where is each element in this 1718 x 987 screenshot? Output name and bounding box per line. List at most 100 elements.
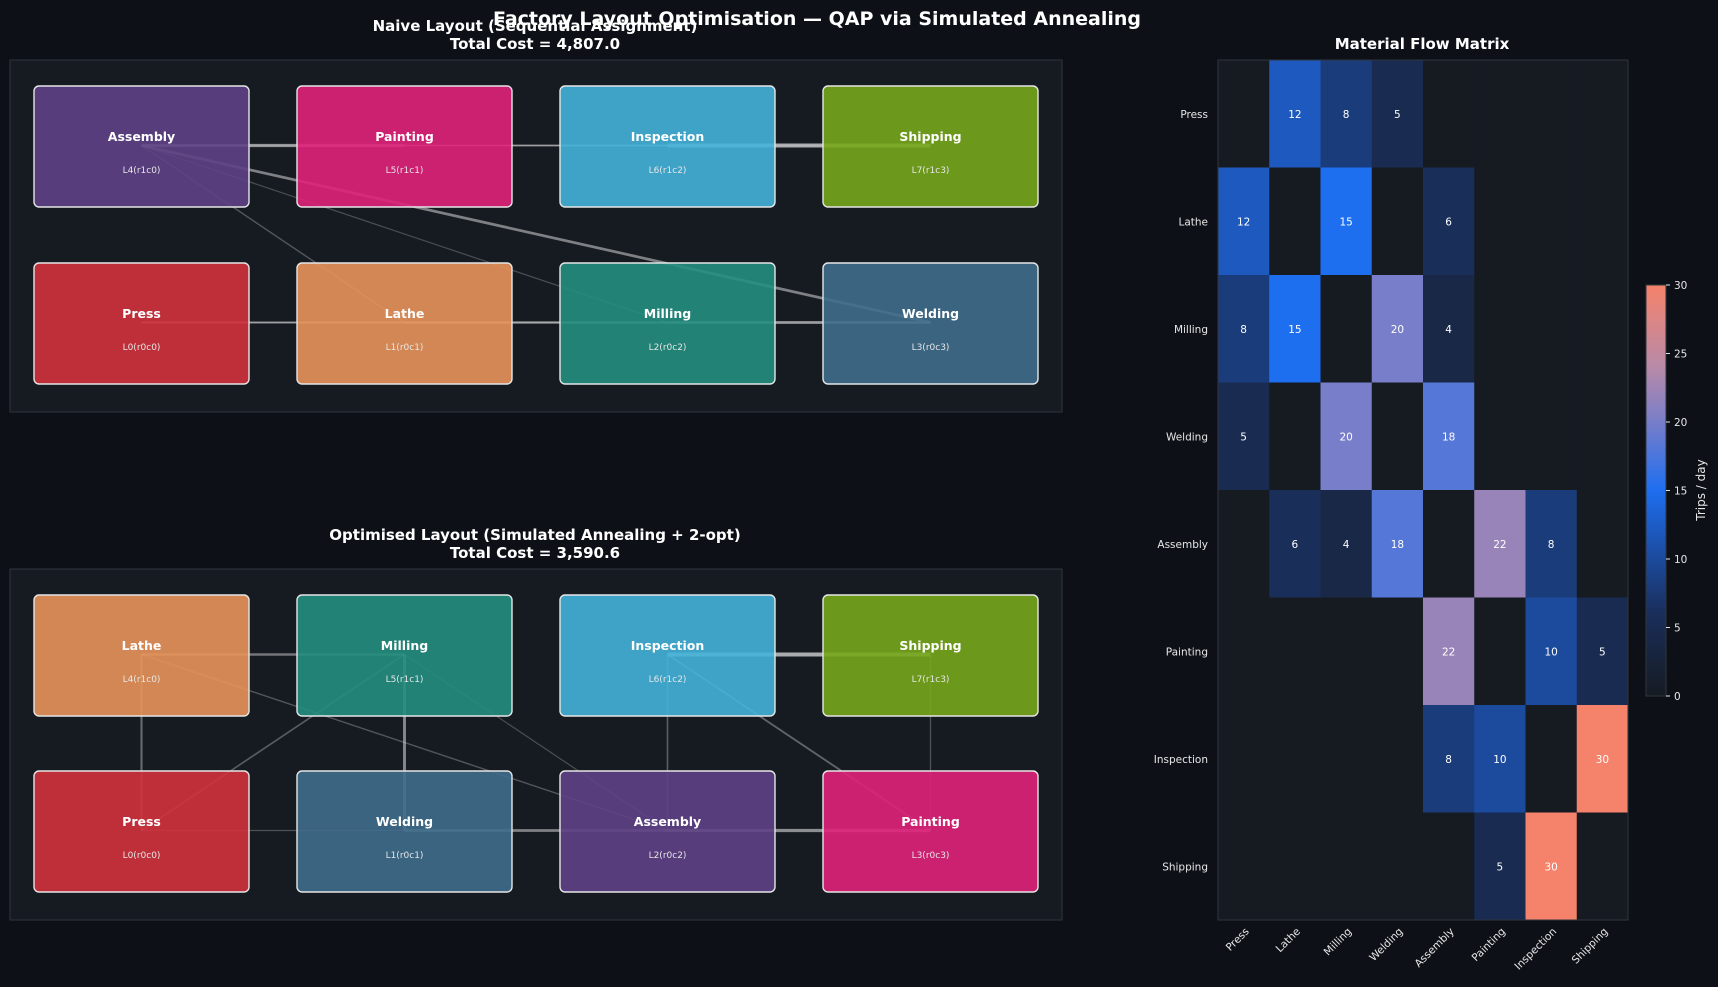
heatmap-cell-press-welding [1371,60,1424,168]
y-tick-label: Press [1180,109,1208,121]
heatmap-cell-value: 18 [1442,431,1455,443]
heatmap-cell-value: 5 [1599,646,1606,658]
heatmap-cell-painting-welding [1371,597,1424,706]
location-label: L5(r1c1) [386,675,424,685]
heatmap-frame [1217,59,1629,921]
x-tick-label: Lathe [1274,926,1303,955]
location-label: L4(r1c0) [123,675,161,685]
heatmap-cell-inspection-painting [1474,705,1526,813]
y-tick-label: Lathe [1178,216,1208,228]
heatmap-cell-milling-inspection [1525,275,1578,383]
department-name: Milling [381,638,428,653]
location-label: L5(r1c1) [386,166,424,176]
heatmap-cell-inspection-inspection [1525,705,1578,813]
x-tick-label: Painting [1470,926,1508,964]
heatmap-cell-shipping-milling [1320,812,1373,921]
heatmap-cell-assembly-milling [1320,490,1373,598]
y-tick-label: Assembly [1157,539,1208,551]
heatmap-cell-value: 5 [1394,109,1401,121]
department-name: Inspection [631,129,705,144]
colorbar-label: Trips / day [1694,459,1708,521]
location-label: L6(r1c2) [649,166,687,176]
heatmap-cell-shipping-welding [1371,812,1424,921]
heatmap-cell-welding-welding [1371,382,1424,491]
location-label: L2(r0c2) [649,343,687,353]
heatmap-cell-inspection-milling [1320,705,1373,813]
x-tick-label: Press [1224,926,1252,954]
heatmap-cell-welding-press [1218,382,1270,491]
heatmap-cell-value: 10 [1544,646,1557,658]
y-tick-label: Inspection [1154,754,1208,766]
department-name: Painting [901,814,960,829]
heatmap-cell-value: 20 [1339,431,1352,443]
heatmap-cell-value: 22 [1493,539,1506,551]
department-name: Milling [644,306,691,321]
heatmap-cell-press-press [1218,60,1270,168]
heatmap-cell-shipping-assembly [1423,812,1475,921]
department-box-fill [559,594,776,717]
y-tick-label: Milling [1174,324,1208,336]
heatmap-cell-assembly-lathe [1269,490,1321,598]
department-name: Lathe [385,306,425,321]
heatmap-cell-lathe-assembly [1423,167,1475,276]
heatmap-cell-shipping-lathe [1269,812,1321,921]
heatmap-cell-inspection-shipping [1576,705,1629,813]
heatmap-cell-lathe-press [1218,167,1270,276]
department-box-fill [33,770,250,893]
heatmap-cell-press-lathe [1269,60,1321,168]
department-box-fill [559,262,776,385]
x-tick-label: Assembly [1412,926,1456,970]
optimised-layout-panel: Optimised Layout (Simulated Annealing + … [9,526,1063,921]
department-box-fill [33,262,250,385]
heatmap-cell-milling-milling [1320,275,1373,383]
heatmap-cell-milling-painting [1474,275,1526,383]
heatmap-cell-value: 5 [1240,431,1247,443]
heatmap-cell-lathe-shipping [1576,167,1629,276]
heatmap-cell-lathe-lathe [1269,167,1321,276]
heatmap-cell-value: 12 [1237,216,1250,228]
heatmap-cell-painting-assembly [1423,597,1475,706]
colorbar-tick-label: 10 [1674,554,1687,566]
colorbar-tick-label: 30 [1674,280,1687,292]
heatmap-cell-lathe-welding [1371,167,1424,276]
colorbar-tick-label: 0 [1674,691,1681,703]
heatmap-cell-value: 4 [1343,539,1350,551]
heatmap-cell-inspection-lathe [1269,705,1321,813]
heatmap-cell-milling-press [1218,275,1270,383]
department-name: Shipping [899,129,961,144]
heatmap-cell-value: 12 [1288,109,1301,121]
heatmap-cell-value: 8 [1343,109,1350,121]
heatmap-cell-value: 30 [1544,861,1557,873]
heatmap-cell-inspection-assembly [1423,705,1475,813]
heatmap-cell-value: 15 [1288,324,1301,336]
heatmap-cell-lathe-inspection [1525,167,1578,276]
colorbar-tick-label: 25 [1674,349,1687,361]
heatmap-cell-assembly-welding [1371,490,1424,598]
heatmap-cell-value: 6 [1292,539,1299,551]
department-box-fill [296,770,513,893]
naive-layout-cost: Total Cost = 4,807.0 [450,35,620,53]
heatmap-cell-value: 8 [1548,539,1555,551]
heatmap-cell-value: 5 [1497,861,1504,873]
location-label: L1(r0c1) [386,851,424,861]
department-box-fill [559,85,776,208]
heatmap-cell-press-assembly [1423,60,1475,168]
